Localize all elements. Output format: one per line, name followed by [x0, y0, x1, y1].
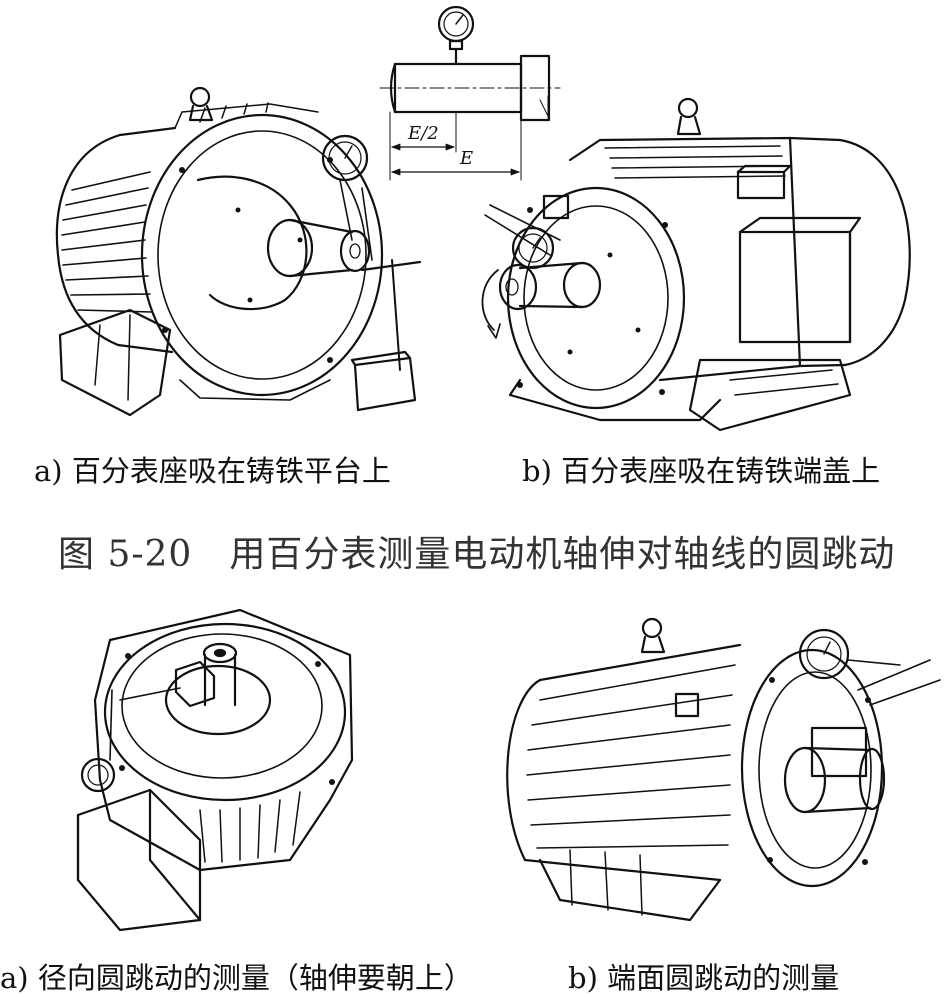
- dial-gauge-icon: [321, 134, 369, 182]
- magnetic-base: [542, 194, 570, 220]
- lifting-eye-icon: [677, 97, 699, 119]
- lifting-eye-icon: [189, 86, 211, 108]
- motor-figure-bottom-right: [506, 617, 941, 922]
- magnetic-base: [810, 726, 868, 778]
- terminal-box: [674, 692, 700, 718]
- dial-gauge-icon: [511, 226, 555, 270]
- caption-top-left: a) 百分表座吸在铸铁平台上: [34, 454, 391, 488]
- shaft-detail-diagram: [379, 5, 561, 181]
- motor-figure-top-right: [481, 97, 911, 432]
- terminal-box: [736, 170, 786, 200]
- end-shield: [506, 186, 686, 410]
- lifting-eye-icon: [641, 617, 663, 639]
- caption-top-right: b) 百分表座吸在铸铁端盖上: [522, 454, 881, 488]
- dial-gauge-icon: [798, 628, 850, 680]
- motor-figure-top-left: [55, 86, 422, 417]
- end-shield: [740, 648, 884, 888]
- figure-title: 图 5-20 用百分表测量电动机轴伸对轴线的圆跳动: [58, 534, 896, 575]
- dimension-label-half: E/2: [407, 123, 439, 144]
- caption-bottom-right: b) 端面圆跳动的测量: [568, 961, 840, 995]
- end-shield: [140, 113, 384, 397]
- caption-bottom-left: a) 径向圆跳动的测量（轴伸要朝上）: [0, 961, 473, 995]
- dial-gauge-icon: [80, 757, 116, 793]
- dimension-label-full: E: [459, 148, 473, 169]
- magnetic-base: [353, 356, 417, 412]
- motor-figure-bottom-left: [76, 608, 354, 932]
- end-shield: [103, 622, 347, 802]
